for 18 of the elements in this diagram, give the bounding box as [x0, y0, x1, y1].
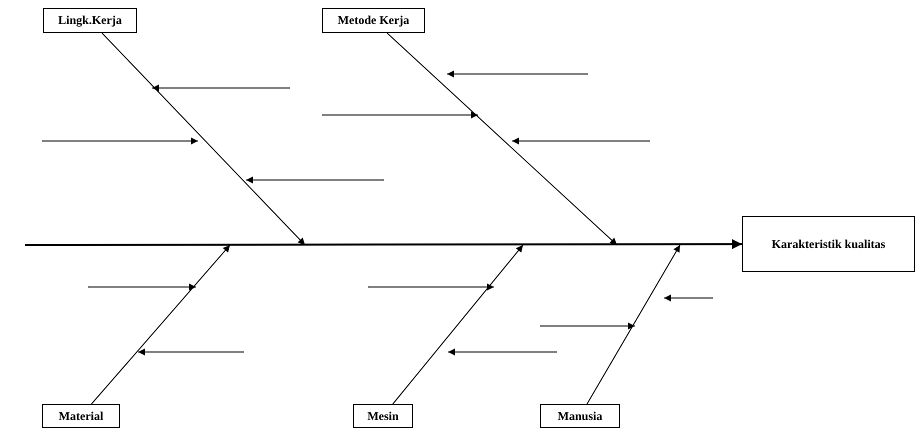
spine-arrow: [25, 239, 742, 250]
bone-arrow: [101, 32, 306, 246]
category-box: [43, 8, 137, 33]
bone-arrow: [90, 244, 230, 404]
category-label: Lingk.Kerja: [58, 13, 122, 28]
bone-arrow: [386, 32, 618, 246]
category-label: Metode Kerja: [338, 13, 410, 28]
effect-box: [742, 216, 915, 272]
bone-arrow: [586, 244, 680, 404]
category-label: Material: [58, 408, 104, 424]
category-box: [322, 8, 425, 33]
bone-arrow: [392, 244, 524, 404]
effect-label: Karakteristik kualitas: [772, 236, 886, 252]
category-label: Mesin: [367, 408, 399, 424]
category-box: [42, 404, 120, 428]
category-box: [540, 404, 620, 428]
category-label: Manusia: [558, 408, 602, 424]
category-box: [353, 404, 413, 428]
